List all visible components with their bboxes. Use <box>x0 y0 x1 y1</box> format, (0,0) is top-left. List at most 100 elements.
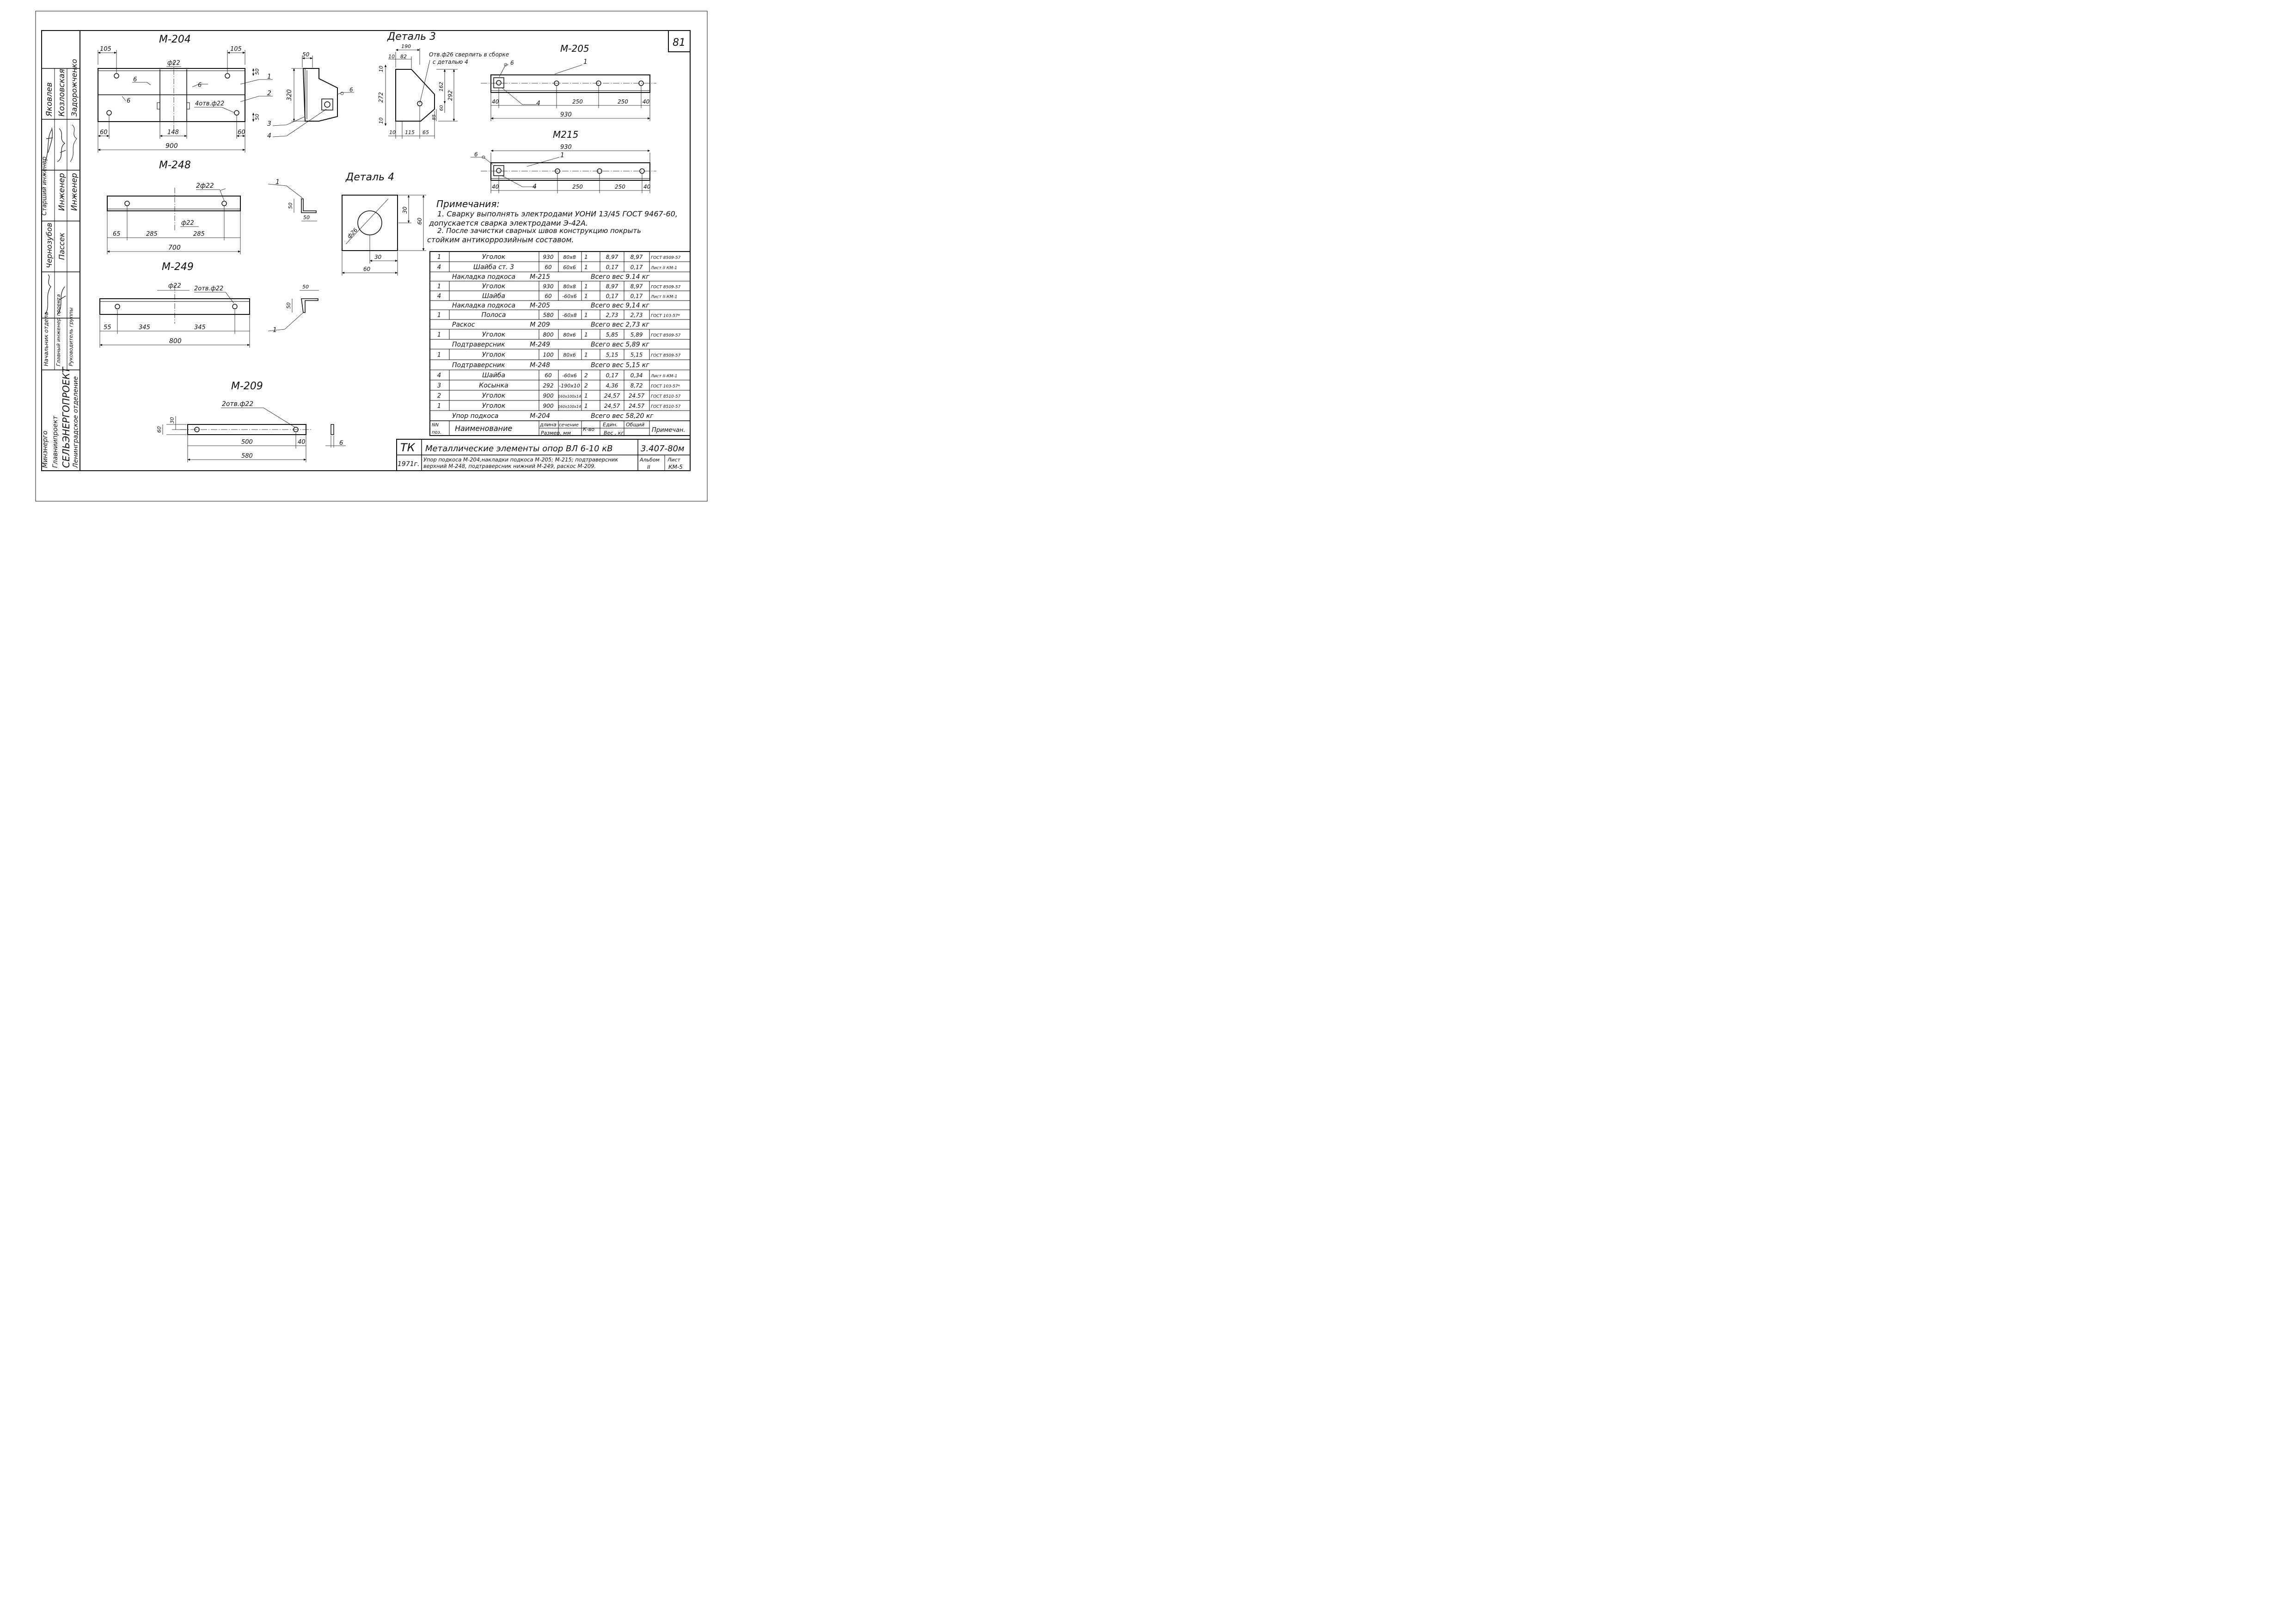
m204-weld-1: 6 <box>133 76 137 83</box>
spec-header-note: Примечан. <box>652 427 686 434</box>
m215-dim-40-right: 40 <box>643 184 651 190</box>
spec-cell-name: Косынка <box>479 382 508 389</box>
detail3-dim-85: 85 <box>432 114 437 120</box>
detail4-title: Деталь 4 <box>345 172 394 183</box>
spec-cell-pos: 1 <box>437 283 441 290</box>
spec-header-length: длина <box>539 422 557 428</box>
sheet-number-box: 81 <box>668 30 691 52</box>
m215-dim-40-left: 40 <box>492 184 499 190</box>
spec-group-code: М 209 <box>530 321 550 329</box>
spec-group-total: Всего вес 5,15 кг <box>591 362 649 369</box>
spec-cell-section: 80х8 <box>563 284 576 290</box>
detail3-note-2: с деталью 4 <box>433 59 468 65</box>
sheet-frame <box>35 11 708 502</box>
m249-dim-800: 800 <box>169 338 182 345</box>
spec-cell-section: -60х6 <box>562 294 576 300</box>
spec-cell-name: Уголок <box>482 351 506 359</box>
org-institute: СЕЛЬЭНЕРГОПРОЕКТ <box>61 366 72 468</box>
spec-cell-pos: 1 <box>437 352 441 359</box>
org-main-dept: Главниипроект <box>52 415 59 468</box>
m205-leader-4: 4 <box>536 100 540 107</box>
m204-dim-50-bottom: 50 <box>254 114 260 120</box>
notes-line-3: 2. После зачистки сварных швов конструкц… <box>437 227 641 235</box>
spec-cell-unit-weight: 0,17 <box>606 264 618 270</box>
detail3-dim-272: 272 <box>378 92 384 103</box>
stamp-position-engineer-1: Инженер <box>57 173 67 211</box>
spec-cell-note: ГОСТ 103-57* <box>651 384 680 389</box>
drawing-m248-profile: 1 50 50 <box>268 178 317 221</box>
detail3-dim-190: 190 <box>401 43 411 49</box>
title-album-value: II <box>647 464 650 470</box>
m204-dim-900: 900 <box>165 142 178 150</box>
spec-cell-length: 900 <box>543 393 554 399</box>
m204-dim-105-right: 105 <box>230 46 242 53</box>
spec-group-name: Упор подкоса <box>452 412 498 420</box>
spec-cell-name: Шайба <box>482 372 505 379</box>
spec-cell-length: 800 <box>543 332 554 338</box>
spec-cell-unit-weight: 5,85 <box>606 332 618 338</box>
m215-weld: 6 <box>474 151 478 158</box>
m209-dim-6: 6 <box>339 440 343 447</box>
detail3-dim-10-bottom: 10 <box>389 129 396 135</box>
detail3-dim-10-left-top: 10 <box>378 66 384 72</box>
title-doc-code: 3.407-80м <box>641 444 685 454</box>
m215-dim-250-1: 250 <box>572 184 583 190</box>
spec-header-size-units: Размер, мм <box>541 430 571 436</box>
m205-dim-250-2: 250 <box>618 98 628 105</box>
detail4-dim-30-v: 30 <box>402 206 408 214</box>
spec-cell-name: Полоса <box>482 312 506 319</box>
spec-cell-note: Лист II-КМ-1 <box>650 295 677 300</box>
spec-cell-length: 100 <box>543 352 554 358</box>
spec-header-name: Наименование <box>455 424 512 433</box>
m209-dim-30: 30 <box>169 417 175 424</box>
title-block: ТК 1971г. Металлические элементы опор ВЛ… <box>396 439 691 471</box>
m248-title: М-248 <box>159 160 191 171</box>
spec-cell-qty: 2 <box>584 382 588 389</box>
spec-cell-section: 60х6 <box>563 264 576 270</box>
spec-cell-pos: 3 <box>437 382 441 389</box>
title-year: 1971г. <box>398 461 419 468</box>
spec-cell-pos: 1 <box>437 312 441 319</box>
spec-cell-section: 80х8 <box>563 254 576 260</box>
spec-cell-qty: 1 <box>584 332 588 338</box>
m204-dim-148: 148 <box>167 129 179 136</box>
drawing-m249: М-249 ф22 2отв.ф22 55 345 345 800 <box>99 261 250 348</box>
signature-1 <box>45 127 53 162</box>
m204-side-dim-50: 50 <box>302 51 310 58</box>
stamp-name-3: Задорожченко <box>70 59 79 117</box>
m204-dim-hole-top: ф22 <box>167 60 180 67</box>
detail3-dim-292: 292 <box>447 90 453 101</box>
spec-cell-total-weight: 0,17 <box>631 293 643 300</box>
title-sheet-label: Лист <box>667 457 680 463</box>
spec-cell-unit-weight: 0,17 <box>606 372 618 379</box>
m248-profile-leader: 1 <box>276 178 280 186</box>
spec-cell-section: 160х100х14 <box>558 405 581 409</box>
spec-cell-note: ГОСТ 8509-57 <box>651 256 681 260</box>
spec-group-code: М-215 <box>530 273 550 281</box>
spec-cell-qty: 1 <box>584 293 588 300</box>
notes-heading: Примечания: <box>436 198 500 209</box>
spec-cell-length: 580 <box>543 312 554 319</box>
spec-cell-length: 60 <box>545 372 552 379</box>
spec-group-code: М-205 <box>530 302 550 309</box>
spec-cell-unit-weight: 5,15 <box>606 352 618 358</box>
m248-dim-285-2: 285 <box>193 231 205 238</box>
detail4-dim-60-h: 60 <box>363 266 371 272</box>
spec-header-qty: К-во <box>583 426 594 432</box>
spec-cell-length: 930 <box>543 254 554 260</box>
drawing-m249-profile: 50 50 1 <box>268 284 319 334</box>
m215-dim-250-2: 250 <box>615 184 625 190</box>
spec-cell-length: 60 <box>545 264 552 270</box>
spec-group-code: М-248 <box>530 362 550 369</box>
spec-cell-length: 900 <box>543 403 554 409</box>
spec-cell-total-weight: 2,73 <box>631 312 643 319</box>
m249-title: М-249 <box>162 261 194 273</box>
spec-cell-section: -190х10 <box>559 383 580 389</box>
m205-title: М-205 <box>560 43 589 54</box>
spec-cell-name: Уголок <box>482 283 506 290</box>
spec-group-total: Всего вес 9,14 кг <box>591 302 649 309</box>
spec-cell-pos: 4 <box>437 264 441 271</box>
spec-cell-pos: 1 <box>437 332 441 338</box>
spec-cell-total-weight: 24.57 <box>629 403 645 409</box>
